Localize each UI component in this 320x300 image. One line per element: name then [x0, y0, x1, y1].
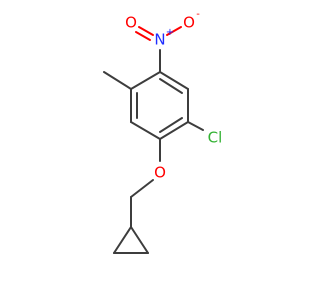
ether-oxygen-label: O	[154, 164, 166, 182]
chemical-structure-diagram: N + O O - Cl O	[103, 9, 223, 254]
ring-bond-c3-c4	[159, 121, 189, 140]
cyclopropylmethoxy-group: O	[113, 138, 166, 254]
nitro-oxygen-single-label: O	[183, 14, 195, 32]
ring-bond-c1-c2	[159, 71, 189, 90]
bond-c3-cl	[187, 121, 204, 131]
ring-bond-c4-c5	[130, 121, 161, 140]
cyclopropyl-bond-c	[130, 226, 149, 254]
bond-c6-methyl	[103, 71, 132, 90]
bond-n-o-double-a	[138, 26, 154, 36]
ring-bond-c6-c1	[130, 71, 161, 90]
ring-inner-double-bond-top	[159, 78, 183, 94]
bond-o-ch2	[130, 179, 154, 198]
nitro-oxygen-double-label: O	[125, 14, 137, 32]
methyl-group	[103, 71, 132, 90]
nitro-oxygen-charge: -	[196, 9, 200, 20]
nitro-nitrogen-charge: +	[166, 27, 174, 38]
chlorine-label: Cl	[208, 129, 223, 147]
cyclopropyl-bond-a	[113, 226, 132, 254]
chloro-group: Cl	[187, 121, 223, 147]
bond-n-o-single	[166, 26, 182, 36]
ring-inner-double-bond-bottom	[159, 117, 183, 133]
nitro-group: N + O O -	[125, 9, 200, 73]
nitro-nitrogen-label: N	[154, 31, 165, 49]
bond-n-o-double-b	[135, 31, 151, 41]
benzene-ring	[130, 71, 189, 140]
